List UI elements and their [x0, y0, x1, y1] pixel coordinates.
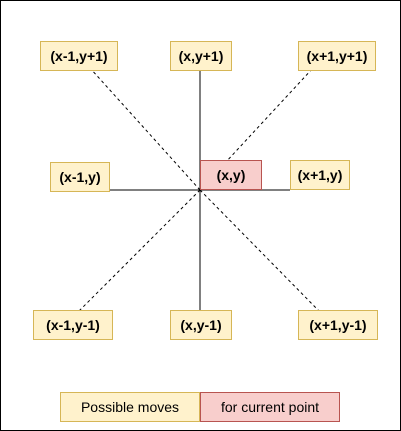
- node-center: (x,y): [200, 160, 262, 190]
- node-down-left: (x-1,y-1): [33, 310, 113, 340]
- node-down-right: (x+1,y-1): [298, 310, 378, 340]
- node-right: (x+1,y): [290, 160, 350, 190]
- node-down: (x,y-1): [170, 310, 232, 340]
- node-up: (x,y+1): [170, 41, 232, 71]
- node-left: (x-1,y): [50, 162, 110, 192]
- legend-current-point: for current point: [200, 392, 340, 422]
- diagonal-line-down-left: [77, 189, 201, 313]
- diagonal-line-down-right: [199, 189, 321, 313]
- node-up-right: (x+1,y+1): [298, 41, 376, 71]
- legend-possible-moves: Possible moves: [60, 392, 200, 422]
- diagonal-line-up-right: [199, 67, 314, 191]
- node-up-left: (x-1,y+1): [40, 41, 118, 71]
